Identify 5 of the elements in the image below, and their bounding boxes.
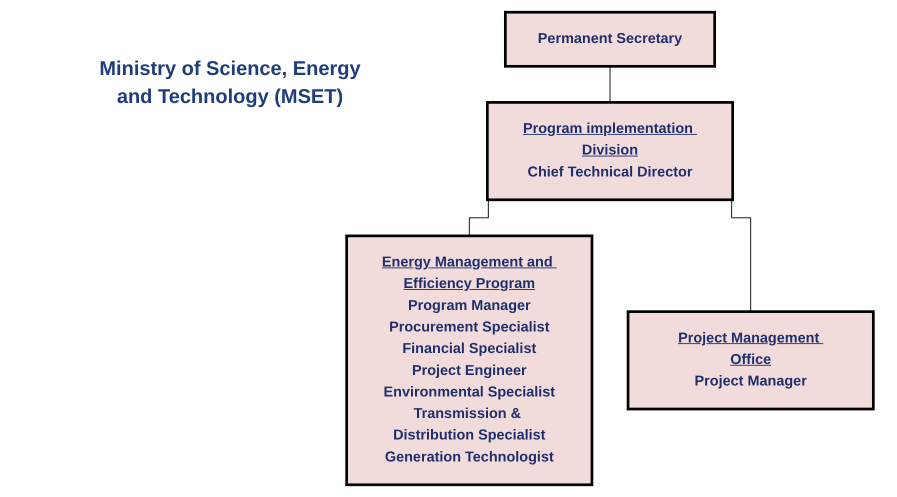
node-box: Energy Management and Efficiency Program Program Manager Procurement Specialist Financial Specialist Project Engineer Environmental Specialist Transmission & Distribution Specialist Generation Technologist	[345, 234, 594, 486]
diagram-title: Ministry of Science, Energy and Technology (MSET)	[98, 57, 362, 110]
node-box: Program implementation Division Chief Technical Director	[486, 101, 734, 202]
node-box: Project Management Office Project Manager	[626, 310, 875, 410]
node-box: Permanent Secretary	[504, 10, 716, 68]
